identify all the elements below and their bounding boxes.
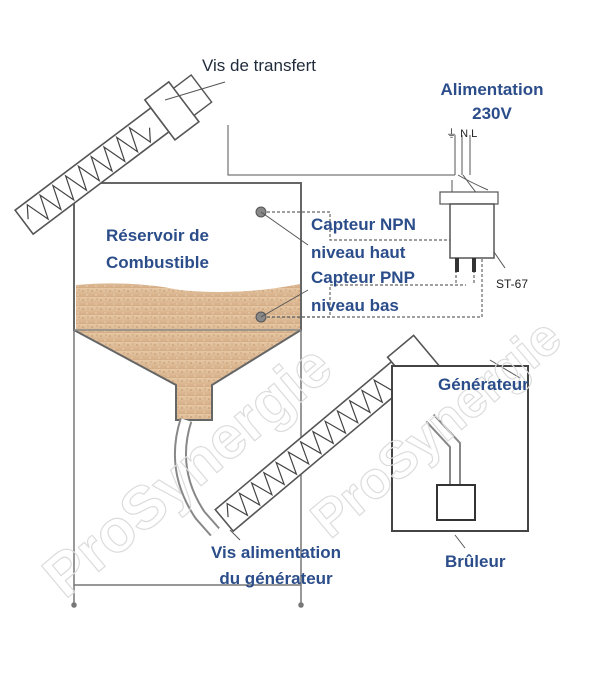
terminal-labels: ⏚ N L — [446, 125, 477, 141]
label-capteur-pnp-line1: Capteur PNP — [311, 268, 415, 287]
sensor-npn — [255, 206, 309, 246]
transfer-screw — [13, 74, 213, 236]
terminal-n: N — [460, 128, 469, 140]
label-bruleur: Brûleur — [445, 552, 506, 571]
flex-tube — [173, 418, 220, 537]
label-capteur-npn: Capteur NPN niveau haut — [311, 211, 416, 267]
label-capteur-pnp-line2: niveau bas — [311, 296, 399, 315]
label-vis-alimentation-line1: Vis alimentation — [210, 543, 342, 562]
label-vis-transfert: Vis de transfert — [202, 56, 317, 75]
label-capteur-npn-line2: niveau haut — [311, 243, 406, 262]
label-relay-model: ST-67 — [496, 277, 529, 291]
leader-lines — [164, 81, 521, 549]
label-reservoir-line1: Réservoir de — [106, 226, 209, 245]
label-alimentation: Alimentation 230V — [418, 80, 566, 124]
reservoir-outline — [73, 182, 302, 421]
label-alimentation-line1: Alimentation — [440, 80, 544, 99]
label-capteur-npn-line1: Capteur NPN — [311, 215, 416, 234]
wiring — [227, 125, 489, 196]
label-generateur: Générateur — [438, 375, 529, 394]
sensor-pnp — [255, 289, 309, 323]
generator — [391, 365, 529, 532]
label-capteur-pnp: Capteur PNP niveau bas — [311, 264, 415, 320]
relay-st67 — [439, 191, 506, 272]
label-vis-alimentation-line2: du générateur — [219, 569, 333, 588]
terminal-ground: ⏚ — [446, 128, 457, 140]
label-alimentation-line2: 230V — [472, 104, 512, 123]
label-reservoir-line2: Combustible — [106, 253, 209, 272]
sensor-wiring — [262, 211, 483, 318]
label-reservoir: Réservoir de Combustible — [106, 222, 209, 276]
terminal-l: L — [471, 128, 478, 140]
label-vis-alimentation: Vis alimentation du générateur — [178, 540, 374, 592]
fuel-fill — [76, 283, 300, 420]
